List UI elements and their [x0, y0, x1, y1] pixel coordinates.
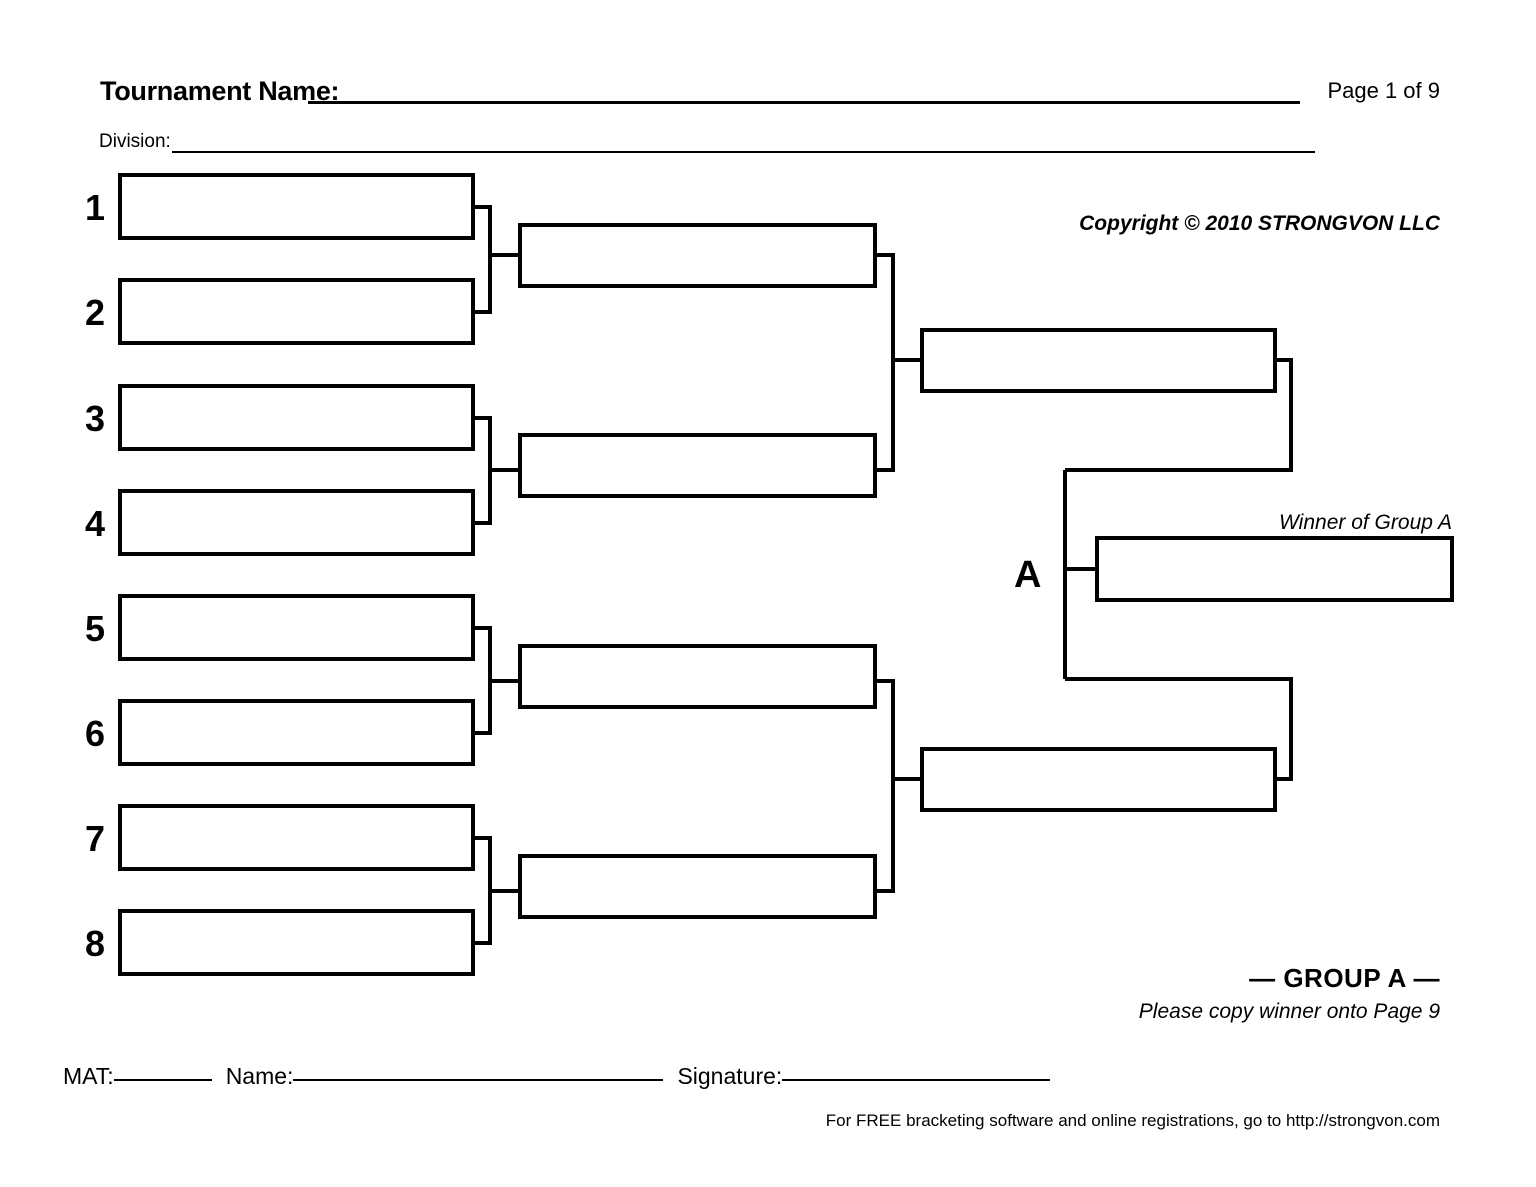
- tournament-name-input-line[interactable]: [308, 101, 1300, 104]
- seed-number-8: 8: [84, 923, 106, 964]
- group-title: — GROUP A —: [1249, 963, 1440, 993]
- round1-slot-1[interactable]: [124, 179, 469, 234]
- round2-slot-3[interactable]: [524, 650, 871, 703]
- copyright-notice: Copyright © 2010 STRONGVON LLC: [1079, 212, 1440, 235]
- round3-slot-1[interactable]: [926, 334, 1271, 387]
- seed-number-5: 5: [84, 608, 106, 649]
- footer-note: For FREE bracketing software and online …: [825, 1111, 1440, 1130]
- seed-number-1: 1: [84, 187, 106, 228]
- signature-input-line[interactable]: [782, 1079, 1051, 1081]
- seed-number-4: 4: [84, 503, 106, 544]
- round2-slot-1[interactable]: [524, 229, 871, 282]
- name-input-line[interactable]: [293, 1079, 664, 1081]
- signature-form-row: MAT: Name: Signature:: [63, 1063, 1051, 1090]
- mat-input-line[interactable]: [113, 1079, 212, 1081]
- round3-slot-2[interactable]: [926, 753, 1271, 806]
- seed-number-2: 2: [84, 292, 106, 333]
- division-input-line[interactable]: [172, 151, 1315, 153]
- seed-number-6: 6: [84, 713, 106, 754]
- round1-slot-3[interactable]: [124, 390, 469, 445]
- group-letter: A: [1014, 554, 1042, 596]
- round1-slot-5[interactable]: [124, 600, 469, 655]
- group-subtitle: Please copy winner onto Page 9: [1138, 1000, 1440, 1023]
- signature-label: Signature:: [677, 1063, 783, 1089]
- seed-number-3: 3: [84, 398, 106, 439]
- round1-slot-6[interactable]: [124, 705, 469, 760]
- round2-slot-2[interactable]: [524, 439, 871, 492]
- winner-slot[interactable]: [1101, 542, 1448, 596]
- round1-slot-7[interactable]: [124, 810, 469, 865]
- division-label: Division:: [99, 131, 171, 152]
- name-label: Name:: [225, 1063, 294, 1089]
- winner-of-group-caption: Winner of Group A: [1279, 511, 1452, 534]
- page-number: Page 1 of 9: [1327, 78, 1440, 103]
- round1-slot-2[interactable]: [124, 284, 469, 339]
- round1-slot-8[interactable]: [124, 915, 469, 970]
- round2-slot-4[interactable]: [524, 860, 871, 913]
- round1-slot-4[interactable]: [124, 495, 469, 550]
- tournament-name-label: Tournament Name:: [100, 76, 340, 106]
- seed-number-7: 7: [84, 818, 106, 859]
- mat-label: MAT:: [63, 1063, 114, 1089]
